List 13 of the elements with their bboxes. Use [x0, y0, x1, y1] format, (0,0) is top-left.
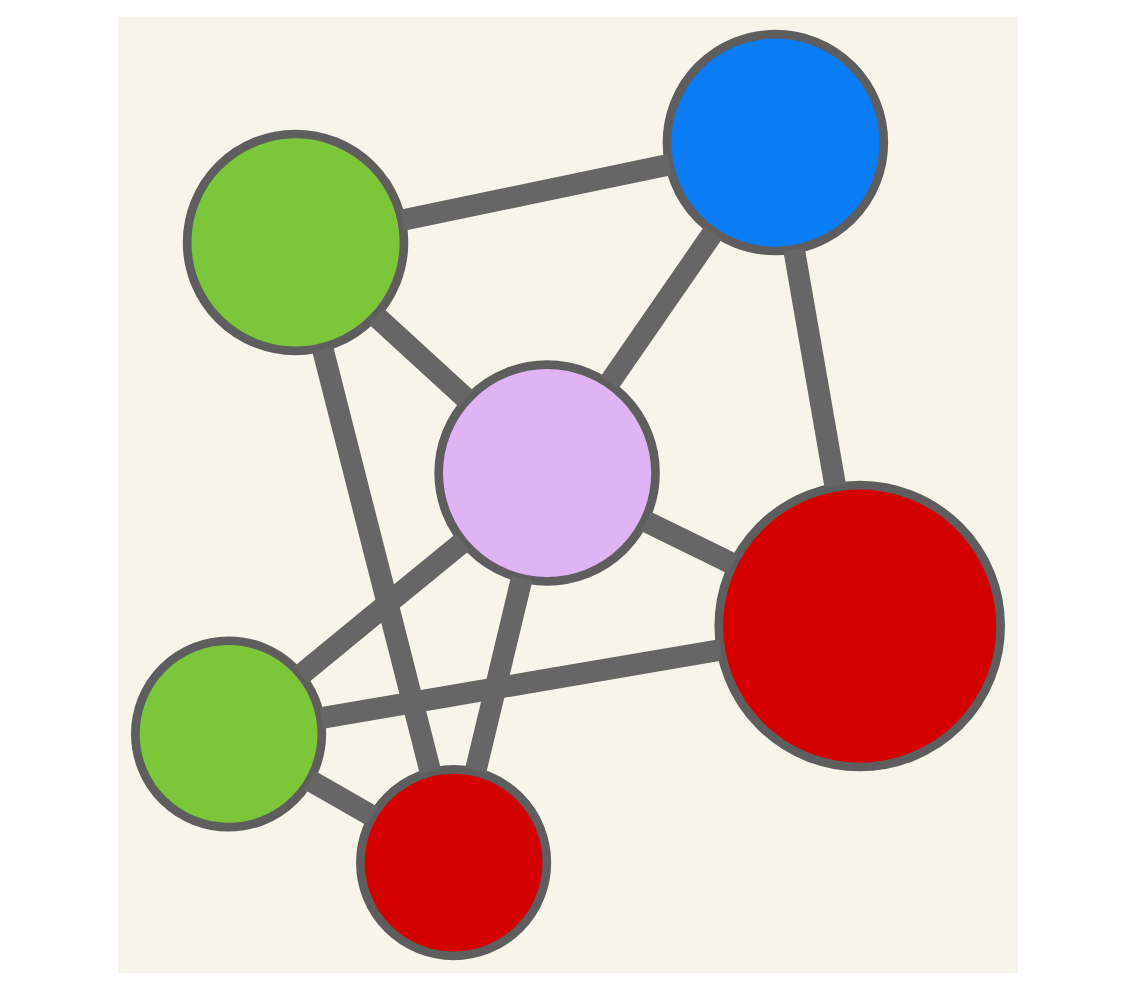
node-circle: [714, 480, 1005, 772]
node-circle: [662, 29, 889, 256]
connector: [399, 154, 672, 231]
node-circle: [434, 360, 660, 586]
node-circle: [182, 129, 409, 356]
connector: [783, 248, 846, 489]
node-circle: [356, 765, 552, 961]
connector: [294, 533, 470, 684]
connector: [369, 308, 474, 407]
connector: [600, 226, 722, 389]
connector: [465, 575, 533, 773]
node-circle: [131, 636, 327, 832]
connector: [641, 511, 738, 574]
